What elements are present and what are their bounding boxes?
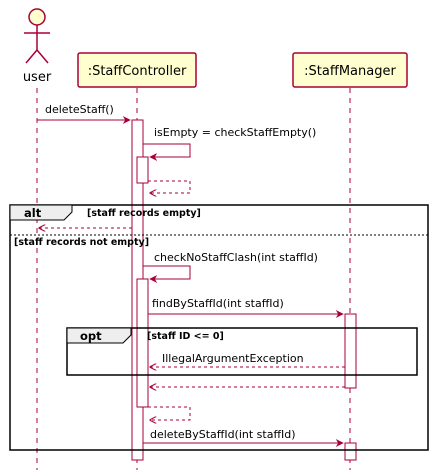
message-delete-by-staff-id: deleteByStaffId(int staffId) (143, 428, 344, 447)
actor-head (28, 8, 46, 26)
message-label: isEmpty = checkStaffEmpty() (154, 126, 316, 139)
manager-activation-delete (344, 442, 357, 461)
staff-manager-participant: :StaffManager (292, 52, 408, 88)
participant-label: :StaffController (88, 64, 187, 79)
controller-activation-check-clash (136, 278, 149, 408)
alt-guard-empty: [staff records empty] (87, 208, 201, 219)
alt-fragment: alt [staff records empty] [staff records… (9, 204, 429, 451)
return-arrow (148, 180, 191, 193)
alt-frame (9, 204, 429, 451)
opt-frame (66, 327, 418, 376)
user-actor: user (23, 8, 52, 85)
participant-box (77, 52, 197, 88)
message-check-staff-empty: isEmpty = checkStaffEmpty() (143, 126, 316, 193)
actor-leg-left (25, 49, 38, 64)
alt-guard-not-empty: [staff records not empty] (14, 237, 149, 248)
controller-activation-is-empty (136, 156, 149, 184)
message-arrow (143, 265, 191, 283)
message-label: findByStaffId(int staffId) (152, 297, 284, 310)
actor-label: user (23, 70, 52, 85)
alt-keyword: alt (24, 206, 42, 220)
opt-guard: [staff ID <= 0] (147, 331, 224, 342)
message-label: deleteByStaffId(int staffId) (150, 428, 296, 441)
participant-box (292, 52, 408, 88)
message-check-no-staff-clash: checkNoStaffClash(int staffId) (143, 251, 318, 420)
manager-activation-find (344, 313, 357, 389)
opt-fragment: opt [staff ID <= 0] (66, 327, 418, 376)
opt-keyword: opt (80, 329, 102, 343)
message-delete-staff: deleteStaff() (37, 103, 131, 124)
participant-label: :StaffManager (304, 64, 396, 79)
staff-controller-participant: :StaffController (77, 52, 197, 88)
message-label: IllegalArgumentException (162, 352, 304, 365)
message-arrow (143, 143, 191, 161)
actor-leg-right (36, 49, 49, 64)
return-arrow (148, 406, 191, 420)
message-label: checkNoStaffClash(int staffId) (154, 251, 318, 264)
alt-tab (9, 204, 73, 221)
opt-tab (66, 327, 132, 344)
message-label: deleteStaff() (45, 103, 114, 116)
message-illegal-argument: IllegalArgumentException (150, 352, 345, 367)
message-find-by-staff-id: findByStaffId(int staffId) (148, 297, 345, 387)
